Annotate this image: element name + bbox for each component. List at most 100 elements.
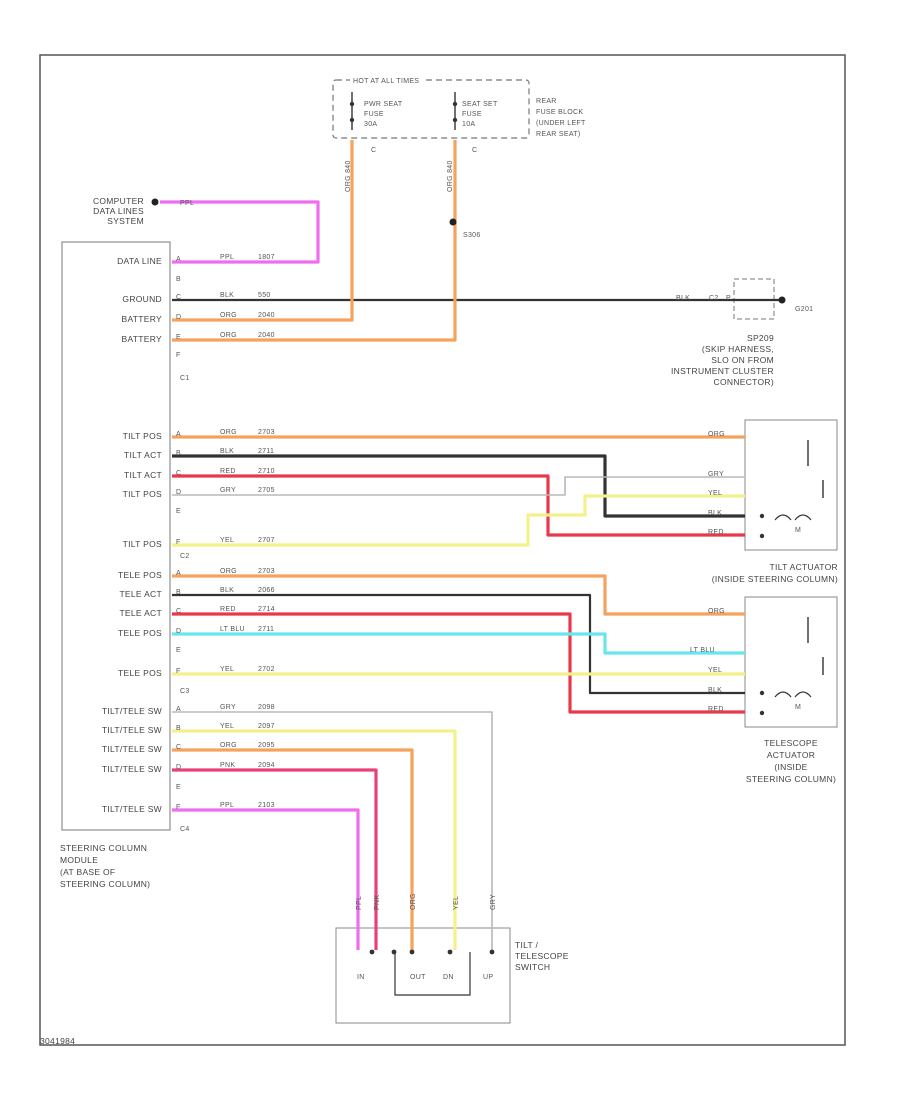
c3-connector-name: C3: [180, 688, 190, 695]
tilt-act-wire-1: GRY: [708, 471, 724, 478]
c3-pin-A: A: [176, 570, 181, 577]
c4-wire-circuit-B: 2097: [258, 723, 275, 730]
c4-wire-circuit-C: 2095: [258, 742, 275, 749]
c4-pin-label-C: TILT/TELE SW: [101, 744, 162, 754]
steering-column-module-box: [61, 241, 171, 831]
c3-wire-color-D: LT BLU: [220, 626, 245, 633]
c4-pin-D: D: [176, 764, 182, 771]
c3-pin-label-C: TELE ACT: [119, 608, 162, 618]
ground-connector: C2: [709, 295, 719, 302]
c4-wire-color-C: ORG: [220, 742, 237, 749]
c2-connector-name: C2: [180, 553, 190, 560]
c1-pin-A: A: [176, 256, 181, 263]
tilt-act-wire-0: ORG: [708, 431, 725, 438]
rear-fuse-block-box: [332, 79, 530, 139]
wire-data-line: [160, 200, 320, 264]
c3-pin-label-A: TELE POS: [118, 570, 162, 580]
c1-pin-label-A: DATA LINE: [117, 256, 162, 266]
c4-pin-B: B: [176, 725, 181, 732]
switch-contact-3: [447, 949, 453, 955]
c2-pin-label-C: TILT ACT: [124, 470, 162, 480]
diagram-id: 3041984: [40, 1036, 76, 1046]
c1-pin-D: D: [176, 314, 182, 321]
c4-wire-circuit-D: 2094: [258, 762, 275, 769]
c4-wire-circuit-F: 2103: [258, 802, 275, 809]
c4-pin-A: A: [176, 706, 181, 713]
c1-pin-label-D: BATTERY: [121, 314, 162, 324]
tele-act-wire-4: RED: [708, 706, 724, 713]
wire-tele-pos-ltblu: [172, 632, 745, 655]
tele-actuator-motor-dot-2: [759, 710, 765, 716]
c4-wire-color-A: GRY: [220, 704, 236, 711]
wire-tilt-pos-gry: [172, 476, 745, 496]
c4-pin-E: E: [176, 784, 181, 791]
tele-act-wire-0: ORG: [708, 608, 725, 615]
c2-wire-color-C: RED: [220, 468, 236, 475]
c2-wire-circuit-D: 2705: [258, 487, 275, 494]
c3-pin-E: E: [176, 647, 181, 654]
c1-wire-color-D: ORG: [220, 312, 237, 319]
c3-pin-F: F: [176, 668, 181, 675]
switch-pos-in: IN: [357, 974, 365, 981]
switch-wire-label-0: PPL: [356, 895, 363, 910]
wire-tilt-act-blk: [172, 454, 745, 518]
ground-id: G201: [795, 306, 814, 313]
switch-common-bus: [394, 952, 471, 996]
c3-wire-color-B: BLK: [220, 587, 235, 594]
c1-pin-label-C: GROUND: [122, 294, 162, 304]
fuse-2-dot-top: [452, 101, 458, 107]
wire-switch-yel: [172, 729, 457, 950]
fuse1-wire-label: ORG 840: [345, 160, 352, 192]
fuse-header: HOT AT ALL TIMES: [350, 76, 423, 87]
c2-wire-color-F: YEL: [220, 537, 235, 544]
fuse-1-dot-bottom: [349, 117, 355, 123]
c4-pin-label-A: TILT/TELE SW: [101, 706, 162, 716]
c3-wire-circuit-B: 2066: [258, 587, 275, 594]
switch-pos-dn: DN: [443, 974, 454, 981]
c1-pin-label-E: BATTERY: [121, 334, 162, 344]
tilt-actuator-motor-dot-1: [759, 513, 765, 519]
c3-wire-circuit-D: 2711: [258, 626, 275, 633]
c3-pin-D: D: [176, 628, 182, 635]
tele-actuator-motor-coil: [774, 691, 812, 698]
tele-act-wire-2: YEL: [708, 667, 723, 674]
fuse-2-dot-bottom: [452, 117, 458, 123]
c4-pin-label-F: TILT/TELE SW: [101, 804, 162, 814]
c1-pin-E: E: [176, 334, 181, 341]
c1-connector-name: C1: [180, 375, 190, 382]
c2-pin-E: E: [176, 508, 181, 515]
ground-pin: P: [726, 295, 731, 302]
ground-dot: [778, 296, 786, 304]
tilt-actuator-label: TILT ACTUATOR(INSIDE STEERING COLUMN): [711, 562, 838, 584]
c3-wire-color-F: YEL: [220, 666, 235, 673]
c3-pin-label-D: TELE POS: [118, 628, 162, 638]
splice-s306-dot: [449, 218, 457, 226]
c2-wire-circuit-A: 2703: [258, 429, 275, 436]
c4-wire-color-B: YEL: [220, 723, 235, 730]
c4-wire-color-F: PPL: [220, 802, 235, 809]
ground-wire-label: BLK: [676, 295, 691, 302]
c2-pin-B: B: [176, 450, 181, 457]
wire-tilt-pos-yel: [172, 494, 745, 547]
c4-pin-label-D: TILT/TELE SW: [101, 764, 162, 774]
c2-pin-label-A: TILT POS: [122, 431, 162, 441]
wire-tele-act-blk: [172, 593, 745, 695]
c2-wire-color-D: GRY: [220, 487, 236, 494]
wire-switch-ppl: [172, 808, 360, 950]
switch-contact-0: [369, 949, 375, 955]
c1-wire-color-E: ORG: [220, 332, 237, 339]
c4-pin-label-B: TILT/TELE SW: [101, 725, 162, 735]
c2-wire-color-B: BLK: [220, 448, 235, 455]
c4-pin-C: C: [176, 744, 182, 751]
switch-contact-1: [391, 949, 397, 955]
switch-pos-up: UP: [483, 974, 494, 981]
c3-wire-color-C: RED: [220, 606, 236, 613]
tilt-tele-switch-box: [335, 927, 511, 1024]
switch-pos-out: OUT: [410, 974, 426, 981]
wire-switch-gry: [172, 711, 493, 950]
